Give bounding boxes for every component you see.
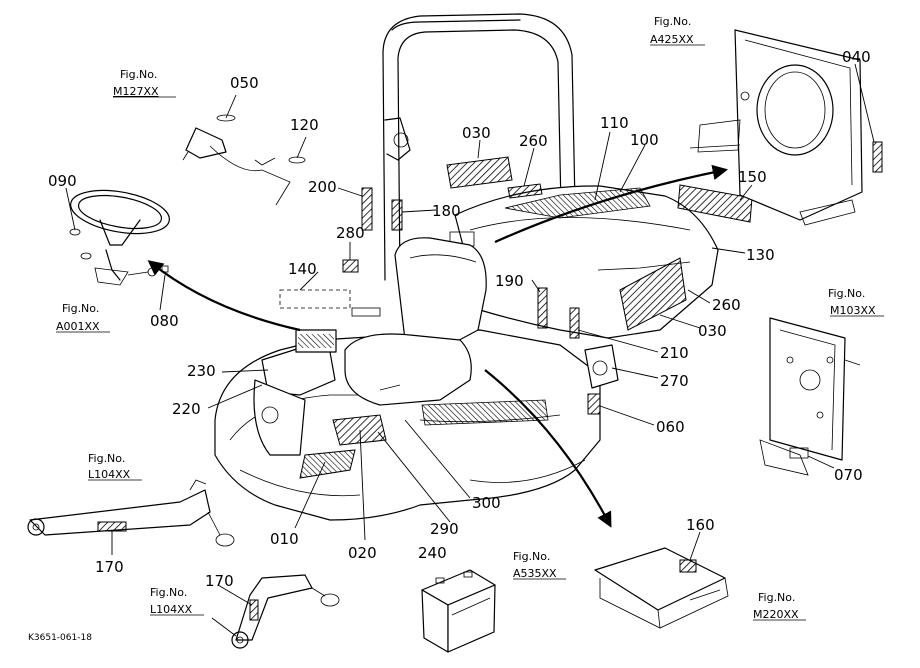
fig-ref-a001-prefix: Fig.No.: [62, 302, 99, 315]
fig-ref-a535-prefix: Fig.No.: [513, 550, 550, 563]
callout-270: 270: [660, 372, 689, 390]
callout-150: 150: [738, 168, 767, 186]
callout-080: 080: [150, 312, 179, 330]
callout-220: 220: [172, 400, 201, 418]
decals: [279, 141, 883, 415]
fig-ref-m220-prefix: Fig.No.: [758, 591, 795, 604]
linkage-lower: [231, 574, 340, 649]
callout-090: 090: [48, 172, 77, 190]
callout-120: 120: [290, 116, 319, 134]
callout-160: 160: [686, 516, 715, 534]
callout-230: 230: [187, 362, 216, 380]
callout-030-b: 030: [698, 322, 727, 340]
callout-numbers: 050 120 090 080 200 180 280 140 030 260 …: [48, 48, 871, 590]
fig-ref-l104a-prefix: Fig.No.: [88, 452, 125, 465]
callout-030-a: 030: [462, 124, 491, 142]
panel-bracket: [759, 317, 861, 476]
linkage-upper: [27, 479, 235, 547]
fig-ref-a535-number: A535XX: [513, 567, 557, 580]
callout-070: 070: [834, 466, 863, 484]
callout-130: 130: [746, 246, 775, 264]
dash-wiring: [182, 114, 306, 206]
fig-ref-m220-number: M220XX: [753, 608, 799, 621]
callout-110: 110: [600, 114, 629, 132]
callout-260-b: 260: [712, 296, 741, 314]
callout-280: 280: [336, 224, 365, 242]
callout-100: 100: [630, 131, 659, 149]
callout-290: 290: [430, 520, 459, 538]
fig-ref-m103-prefix: Fig.No.: [828, 287, 865, 300]
battery-tray: [594, 547, 729, 629]
callout-200: 200: [308, 178, 337, 196]
document-code: K3651-061-18: [28, 633, 92, 643]
callout-300: 300: [472, 494, 501, 512]
fig-ref-l104b-prefix: Fig.No.: [150, 586, 187, 599]
steering-wheel: [69, 189, 170, 286]
fig-ref-a001-number: A001XX: [56, 320, 100, 333]
leader-lines: [65, 63, 875, 637]
callout-180: 180: [432, 202, 461, 220]
callout-020: 020: [348, 544, 377, 562]
fig-ref-m127-number: M127XX: [113, 85, 159, 98]
figure-references: Fig.No. M127XX Fig.No. A425XX Fig.No. A0…: [56, 15, 884, 621]
callout-040: 040: [842, 48, 871, 66]
radiator-shroud: [689, 29, 863, 226]
callout-240: 240: [418, 544, 447, 562]
fig-ref-a425-prefix: Fig.No.: [654, 15, 691, 28]
fig-ref-a425-number: A425XX: [650, 33, 694, 46]
connection-arrows: [147, 164, 729, 528]
tractor-body: [214, 185, 719, 521]
fig-ref-m103-number: M103XX: [830, 304, 876, 317]
callout-010: 010: [270, 530, 299, 548]
callout-170-b: 170: [205, 572, 234, 590]
callout-210: 210: [660, 344, 689, 362]
fig-ref-l104b-number: L104XX: [150, 603, 193, 616]
battery: [421, 569, 496, 653]
callout-050: 050: [230, 74, 259, 92]
callout-260-a: 260: [519, 132, 548, 150]
fig-ref-l104a-number: L104XX: [88, 468, 131, 481]
fig-ref-m127-prefix: Fig.No.: [120, 68, 157, 81]
callout-190: 190: [495, 272, 524, 290]
callout-060: 060: [656, 418, 685, 436]
callout-170-a: 170: [95, 558, 124, 576]
callout-140: 140: [288, 260, 317, 278]
